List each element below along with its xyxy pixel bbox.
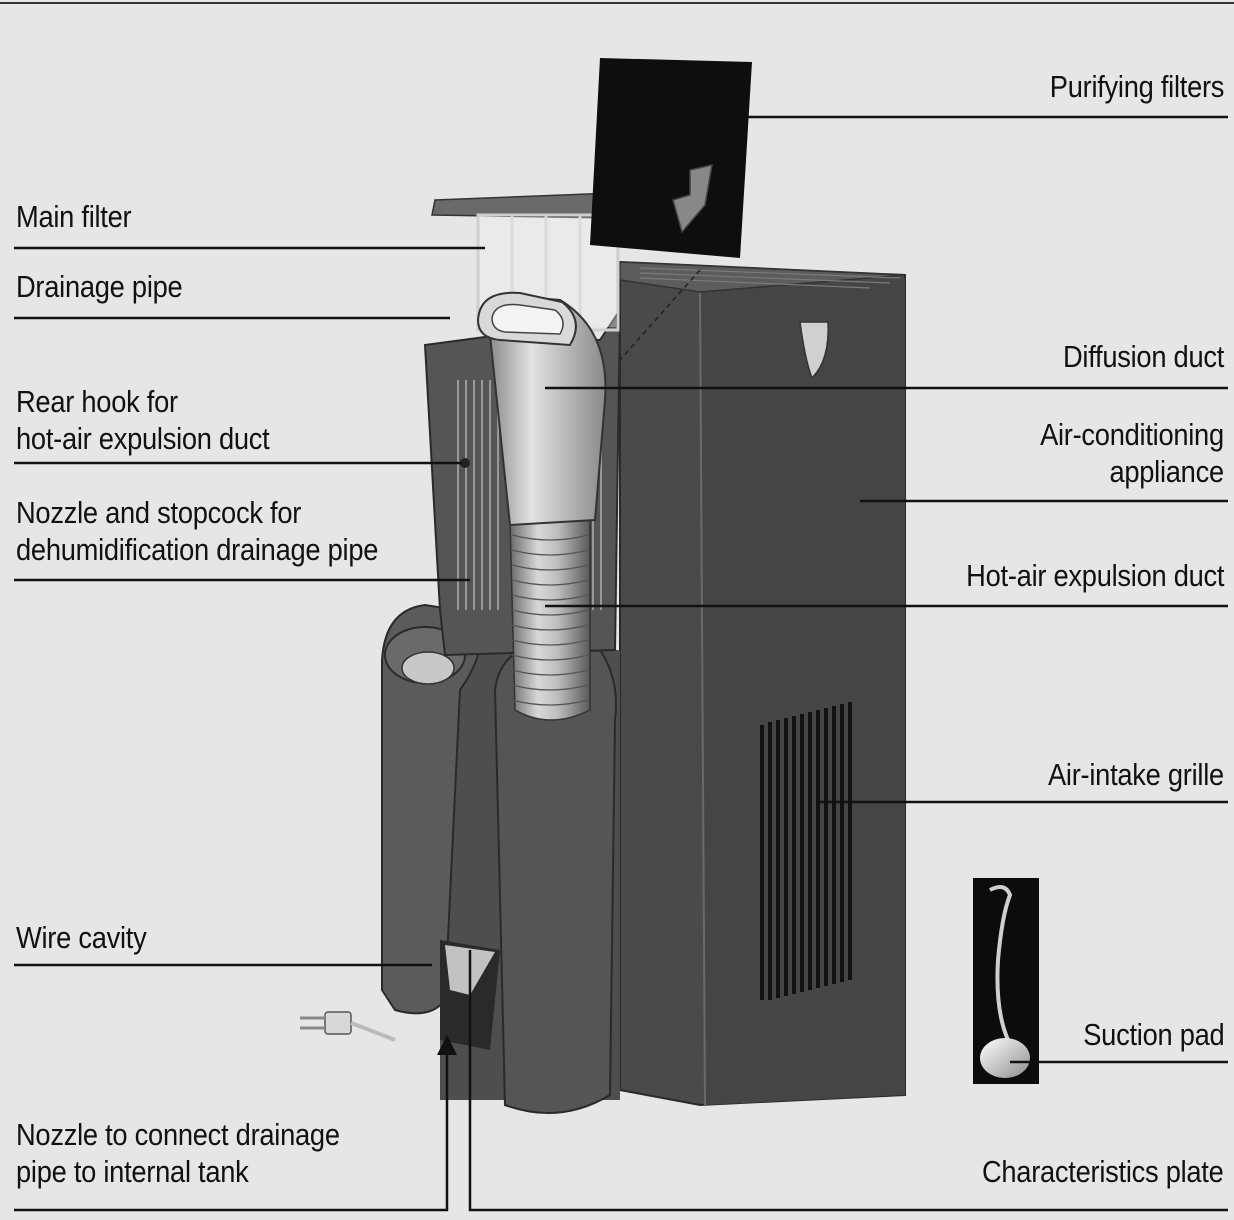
label-nozzle-connect-line-2: pipe to internal tank — [16, 1154, 249, 1189]
power-plug — [300, 1011, 396, 1042]
label-air-intake-grille: Air-intake grille — [1048, 757, 1224, 792]
leader-characteristics-plate — [468, 950, 1228, 1212]
lower-base — [381, 603, 620, 1114]
label-wire-cavity: Wire cavity — [16, 920, 147, 955]
label-main-filter: Main filter — [16, 199, 132, 234]
label-nozzle-connect-line-1: Nozzle to connect drainage — [16, 1117, 340, 1152]
purifying-filter-panel — [590, 58, 752, 258]
label-nozzle-connect: Nozzle to connect drainage pipe to inter… — [16, 1116, 340, 1190]
label-rear-hook-line-2: hot-air expulsion duct — [16, 421, 270, 456]
label-nozzle-stopcock: Nozzle and stopcock for dehumidification… — [16, 494, 378, 568]
label-suction-pad: Suction pad — [1082, 1017, 1224, 1052]
label-air-conditioning-line-2: appliance — [1109, 454, 1225, 489]
leader-lines — [14, 115, 1228, 1212]
label-rear-hook-line-1: Rear hook for — [16, 384, 178, 419]
suction-pad-inset — [973, 878, 1039, 1084]
label-nozzle-stopcock-line-1: Nozzle and stopcock for — [16, 495, 302, 530]
label-diffusion-duct: Diffusion duct — [1062, 339, 1224, 374]
air-intake-grille-slats — [760, 702, 852, 1000]
label-air-conditioning-appliance: Air-conditioning appliance — [1040, 416, 1224, 490]
leader-nozzle-connect — [14, 1050, 449, 1212]
hot-air-duct-hose — [476, 291, 607, 721]
label-drainage-pipe: Drainage pipe — [16, 269, 183, 304]
label-hot-air-duct: Hot-air expulsion duct — [965, 558, 1224, 593]
label-purifying-filters: Purifying filters — [1049, 69, 1225, 104]
label-nozzle-stopcock-line-2: dehumidification drainage pipe — [16, 532, 379, 567]
label-characteristics-plate: Characteristics plate — [982, 1154, 1224, 1189]
label-air-conditioning-line-1: Air-conditioning — [1040, 417, 1224, 452]
label-rear-hook: Rear hook for hot-air expulsion duct — [16, 383, 270, 457]
arrow-head-up — [437, 1035, 457, 1055]
